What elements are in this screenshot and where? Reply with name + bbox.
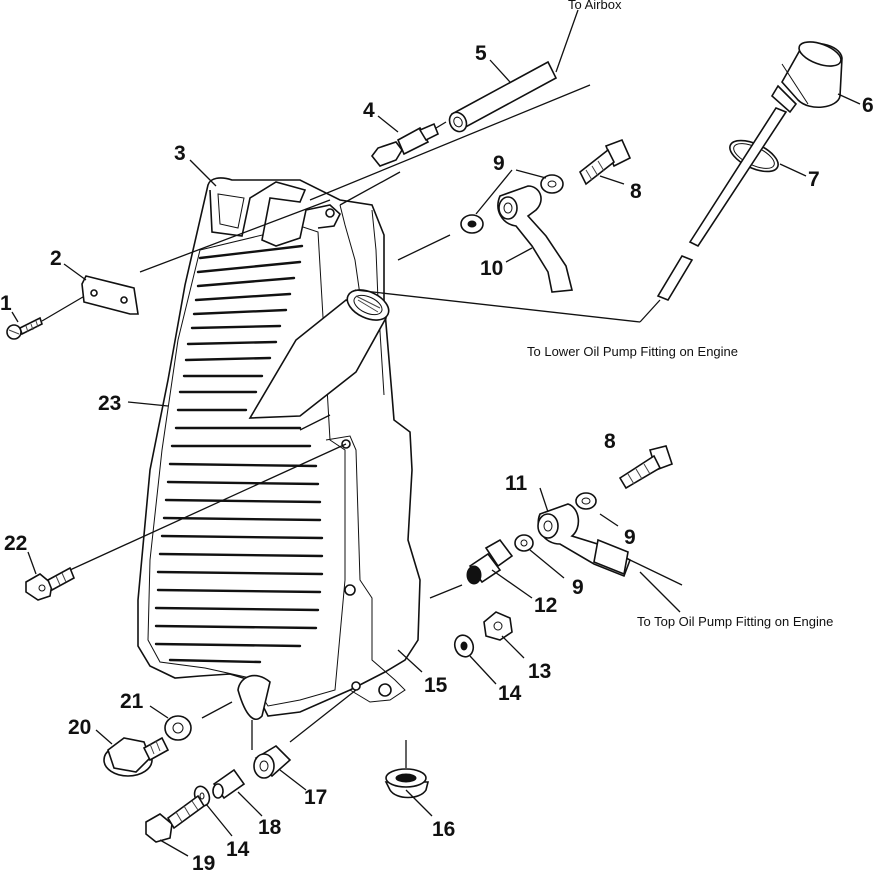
fitting-part-4 (370, 121, 447, 167)
banjo-fitting-part-10 (497, 185, 574, 293)
callout-9-upper: 9 (493, 152, 505, 175)
callout-10: 10 (480, 257, 503, 280)
dipstick-cap-part-6 (770, 41, 843, 114)
washer-part-21 (164, 715, 192, 741)
callout-21: 21 (120, 690, 144, 713)
callout-5: 5 (475, 42, 487, 65)
callout-2: 2 (50, 247, 62, 270)
callout-22: 22 (4, 532, 27, 555)
callout-numbers: 1 2 3 4 5 6 7 8 9 10 8 11 9 9 12 13 14 1… (0, 42, 874, 872)
callout-12: 12 (534, 594, 557, 617)
callout-14-left: 14 (226, 838, 250, 861)
washer-part-9-lower-b (575, 492, 597, 510)
callout-1: 1 (0, 292, 12, 315)
grommet-part-16 (384, 768, 430, 799)
callout-16: 16 (432, 818, 455, 841)
hose-part-5 (448, 9, 579, 133)
callout-14-right: 14 (498, 682, 522, 705)
callout-11: 11 (505, 472, 528, 495)
callout-8-lower: 8 (604, 430, 616, 453)
tank-ribs (154, 244, 324, 664)
screw-part-1 (6, 293, 89, 340)
callout-3: 3 (174, 142, 186, 165)
leader-lines (69, 84, 683, 768)
callout-6: 6 (862, 94, 874, 117)
fitting-part-12 (466, 538, 514, 585)
callout-9-lower-right: 9 (624, 526, 636, 549)
washer-part-9-upper-b (540, 174, 564, 194)
callout-13: 13 (528, 660, 551, 683)
banjo-fitting-part-11 (537, 503, 631, 578)
washer-part-14-right (453, 634, 475, 658)
callout-4: 4 (363, 99, 375, 122)
washer-part-9-upper-a (460, 214, 484, 234)
callout-leaders (11, 59, 861, 857)
note-to-airbox: To Airbox (568, 0, 622, 12)
callout-7: 7 (808, 168, 820, 191)
bolt-part-8-upper (578, 138, 632, 186)
callout-15: 15 (424, 674, 448, 697)
bolt-part-19 (145, 794, 206, 843)
callout-17: 17 (304, 786, 327, 809)
note-to-top-oil-pump: To Top Oil Pump Fitting on Engine (637, 614, 833, 629)
bracket-part-2 (81, 275, 139, 315)
callout-8-upper: 8 (630, 180, 642, 203)
destination-notes: To Airbox To Lower Oil Pump Fitting on E… (527, 0, 833, 629)
bushing-part-17 (253, 744, 292, 779)
oil-tank (137, 177, 421, 721)
filler-neck (248, 289, 390, 419)
callout-9-lower-left: 9 (572, 576, 584, 599)
sleeve-part-18 (212, 768, 246, 800)
callout-20: 20 (68, 716, 91, 739)
callout-19: 19 (192, 852, 215, 872)
washer-part-9-lower-a (514, 534, 534, 552)
bolt-part-8-lower (618, 445, 674, 490)
dipstick-rod (656, 107, 788, 301)
callout-18: 18 (258, 816, 282, 839)
bolt-part-20 (103, 736, 170, 777)
bolt-part-22 (25, 566, 76, 601)
callout-23: 23 (98, 392, 121, 415)
note-to-lower-oil-pump: To Lower Oil Pump Fitting on Engine (527, 344, 738, 359)
nut-part-13 (483, 611, 513, 641)
